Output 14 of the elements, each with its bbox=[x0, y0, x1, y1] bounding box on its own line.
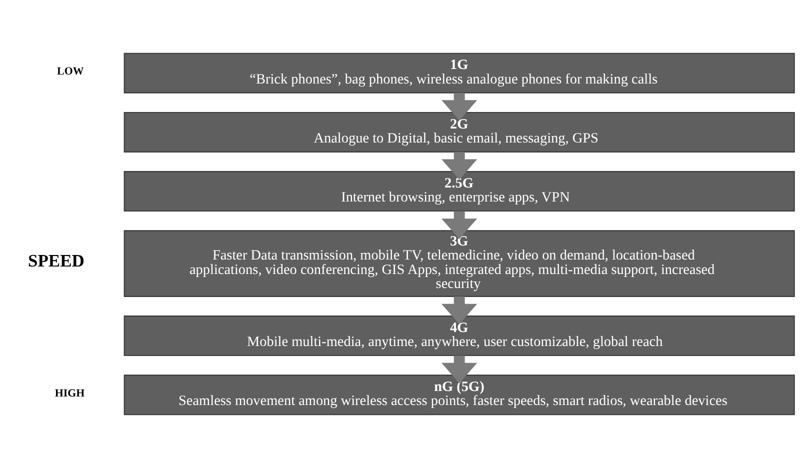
arrow bbox=[442, 92, 478, 121]
node-box: 4G Mobile multi-media, anytime, anywhere, user customizable, global reach bbox=[124, 316, 795, 356]
node-box: 2G Analogue to Digital, basic email, messaging, GPS bbox=[124, 112, 795, 152]
node-box: 1G “Brick phones”, bag phones, wireless analogue phones for making calls bbox=[124, 52, 795, 94]
label: HIGH bbox=[54, 388, 85, 400]
arrow bbox=[442, 211, 478, 239]
label: SPEED bbox=[28, 250, 84, 271]
label: LOW bbox=[57, 66, 84, 78]
node-box: 3G Faster Data transmission, mobile TV, telemedicine, video on demand, location-based applications, video conferencing, GIS Apps, integrated apps, multi-media support, increased security bbox=[124, 230, 795, 297]
node-box: nG (5G) Seamless movement among wireless access points, faster speeds, smart radios, wearable devices bbox=[124, 374, 795, 416]
arrow bbox=[442, 152, 478, 180]
arrow bbox=[442, 296, 478, 324]
node-box: 2.5G Internet browsing, enterprise apps, VPN bbox=[124, 171, 795, 212]
arrow bbox=[442, 356, 478, 384]
